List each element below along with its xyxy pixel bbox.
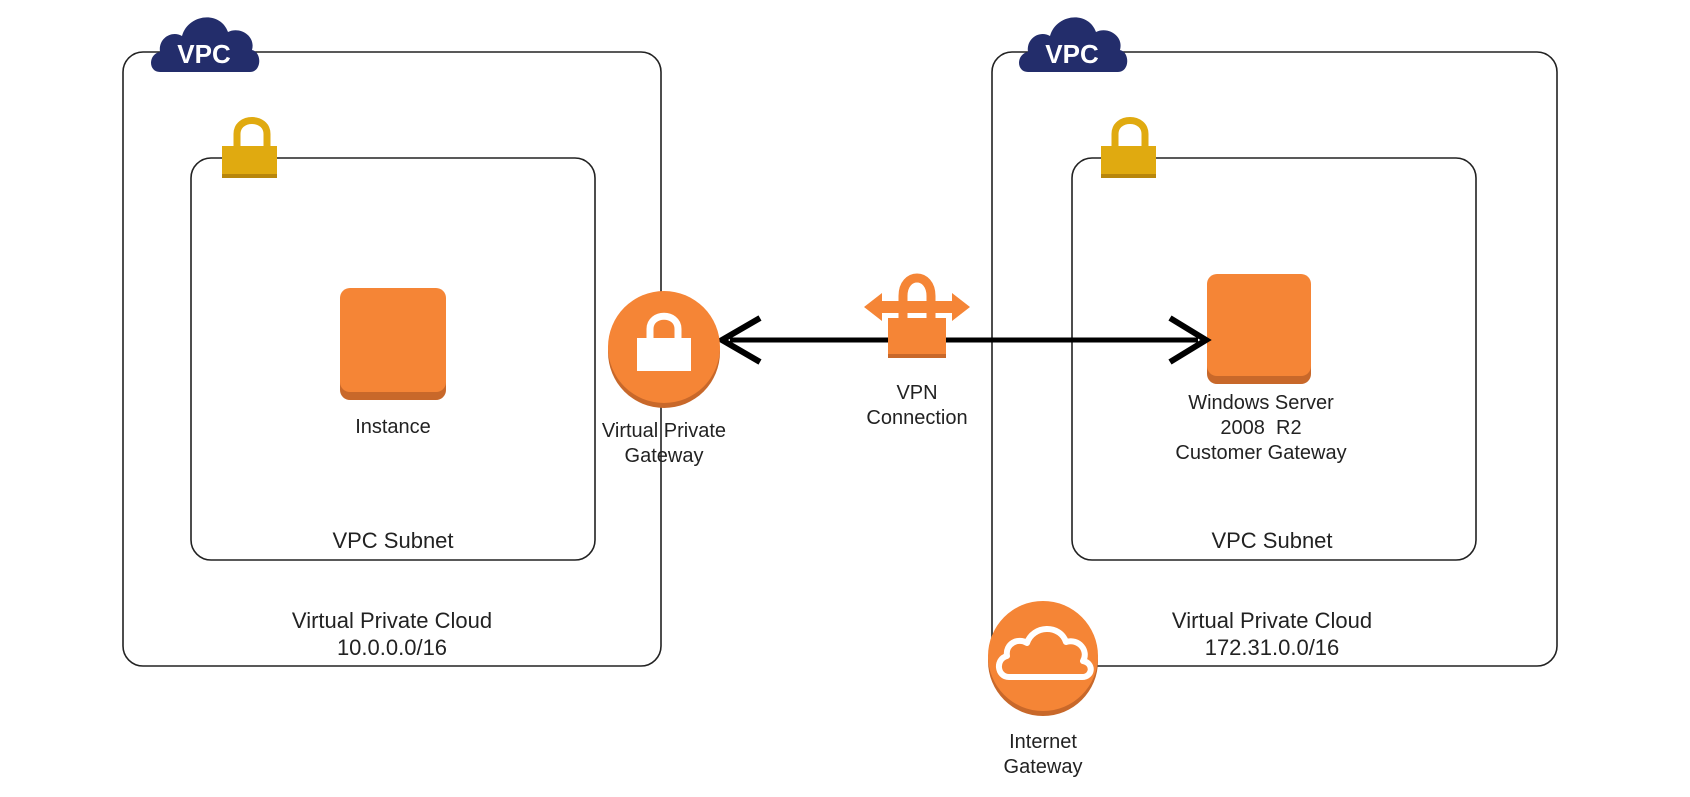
left-vpc-badge-icon: VPC xyxy=(151,17,260,72)
igw-label-line1: Internet xyxy=(1009,731,1077,753)
windows-server-label-line2: 2008 R2 xyxy=(1220,417,1301,439)
windows-server-label-line1: Windows Server xyxy=(1188,392,1334,414)
right-subnet-border xyxy=(1071,157,1477,561)
left-vpc-badge-text: VPC xyxy=(177,39,231,69)
left-subnet-lock-icon xyxy=(222,117,277,178)
left-vpc-cidr: 10.0.0.0/16 xyxy=(337,635,447,660)
virtual-private-gateway: Virtual Private Gateway xyxy=(602,291,726,467)
right-subnet-label: VPC Subnet xyxy=(1211,528,1332,553)
right-subnet-lock-icon xyxy=(1101,117,1156,178)
vpn-connection: VPN Connection xyxy=(864,273,970,429)
vpn-label-line1: VPN xyxy=(896,382,937,404)
vpn-lock-icon xyxy=(864,273,970,358)
igw-label-line2: Gateway xyxy=(1004,756,1083,778)
windows-server-label-line3: Customer Gateway xyxy=(1175,442,1346,464)
cloud-icon xyxy=(988,601,1098,716)
vpn-connection-arrow xyxy=(716,315,1212,365)
right-vpc-label: Virtual Private Cloud xyxy=(1172,608,1372,633)
left-subnet-label: VPC Subnet xyxy=(332,528,453,553)
right-vpc-cidr: 172.31.0.0/16 xyxy=(1205,635,1340,660)
internet-gateway: Internet Gateway xyxy=(988,601,1098,778)
instance-icon xyxy=(340,288,446,400)
lock-icon xyxy=(608,291,720,408)
right-vpc: VPC Windows Server 2008 R2 Customer Gate… xyxy=(991,17,1558,667)
vpg-label-line2: Gateway xyxy=(625,445,704,467)
right-vpc-badge-icon: VPC xyxy=(1019,17,1128,72)
windows-server-instance-icon xyxy=(1207,274,1311,384)
left-vpc: VPC Instance VPC Subnet Virtual Private … xyxy=(122,17,662,667)
vpn-label-line2: Connection xyxy=(866,407,967,429)
right-vpc-badge-text: VPC xyxy=(1045,39,1099,69)
right-vpc-border xyxy=(991,51,1558,667)
left-subnet-border xyxy=(190,157,596,561)
vpg-label-line1: Virtual Private xyxy=(602,420,726,442)
left-vpc-label: Virtual Private Cloud xyxy=(292,608,492,633)
instance-label: Instance xyxy=(355,416,431,438)
